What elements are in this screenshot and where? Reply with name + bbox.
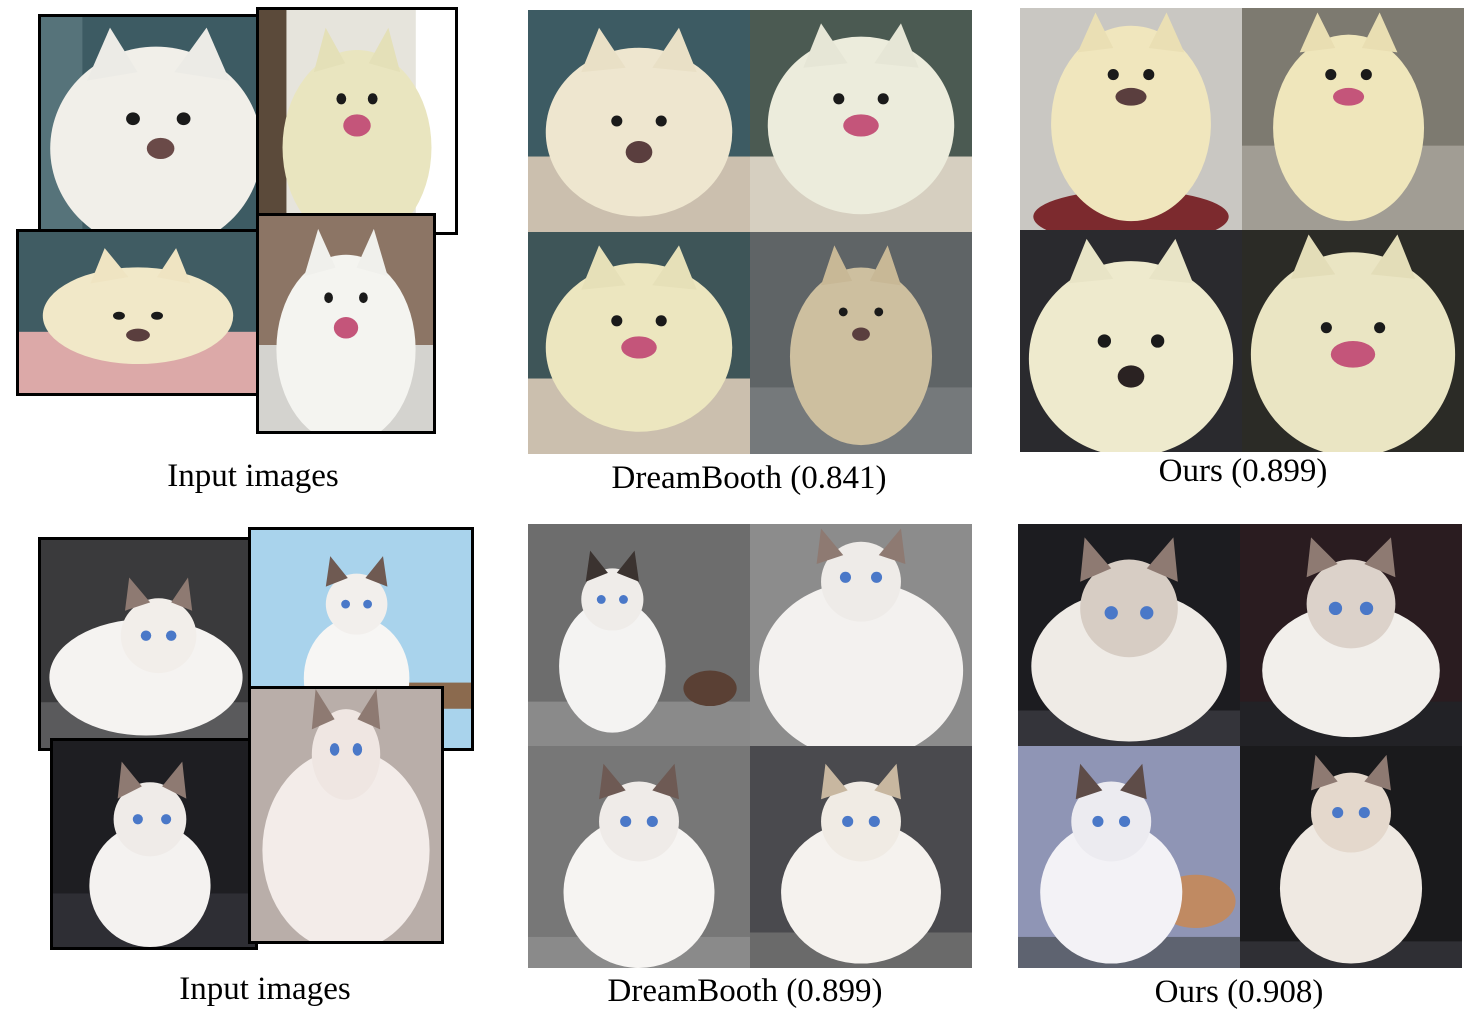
dog-ours-image-2: [1242, 8, 1464, 230]
dog-ours-image-3: [1020, 230, 1242, 452]
dog-input-image-4-art: [259, 216, 433, 431]
dog-dreambooth-image-4: [750, 232, 972, 454]
cat-ours-image-2: [1240, 524, 1462, 746]
dog-dreambooth-image-3-art: [528, 232, 750, 454]
cat-ours-image-1: [1018, 524, 1240, 746]
cat-input-image-1-art: [41, 540, 251, 748]
dog-ours-image-1-art: [1020, 8, 1242, 230]
cat-dreambooth-image-4-art: [750, 746, 972, 968]
dog-input-image-3: [16, 229, 260, 396]
dog-dreambooth-image-1-art: [528, 10, 750, 232]
cat-input-image-4-art: [251, 689, 441, 941]
dog-ours-image-4-art: [1242, 230, 1464, 452]
dog-input-image-1: [38, 14, 274, 232]
cat-input-image-3-art: [53, 741, 255, 947]
dog-ours-image-1: [1020, 8, 1242, 230]
cat-dreambooth-image-2: [750, 524, 972, 746]
dog-dreambooth-caption: DreamBooth (0.841): [611, 460, 887, 496]
dog-ours-image-3-art: [1020, 230, 1242, 452]
cat-input-caption: Input images: [179, 971, 351, 1007]
dog-ours-image-4: [1242, 230, 1464, 452]
dog-input-image-1-art: [41, 17, 271, 229]
dog-input-caption: Input images: [167, 458, 339, 494]
cat-ours-image-1-art: [1018, 524, 1240, 746]
cat-ours-caption: Ours (0.908): [1154, 974, 1324, 1010]
cat-dreambooth-image-3: [528, 746, 750, 968]
cat-dreambooth-image-1: [528, 524, 750, 746]
cat-dreambooth-caption: DreamBooth (0.899): [607, 973, 883, 1009]
cat-dreambooth-image-1-art: [528, 524, 750, 746]
cat-ours-image-4: [1240, 746, 1462, 968]
dog-dreambooth-image-1: [528, 10, 750, 232]
cat-input-image-4: [248, 686, 444, 944]
dog-dreambooth-image-2-art: [750, 10, 972, 232]
dog-dreambooth-image-4-art: [750, 232, 972, 454]
dog-ours-caption: Ours (0.899): [1158, 453, 1328, 489]
cat-ours-image-2-art: [1240, 524, 1462, 746]
dog-input-image-3-art: [19, 232, 257, 393]
cat-input-image-3: [50, 738, 258, 950]
dog-dreambooth-image-3: [528, 232, 750, 454]
cat-input-image-1: [38, 537, 254, 751]
dog-input-image-2: [256, 7, 458, 235]
cat-dreambooth-image-3-art: [528, 746, 750, 968]
cat-ours-image-3: [1018, 746, 1240, 968]
dog-input-image-4: [256, 213, 436, 434]
dog-ours-image-2-art: [1242, 8, 1464, 230]
dog-dreambooth-image-2: [750, 10, 972, 232]
dog-input-image-2-art: [259, 10, 455, 232]
cat-dreambooth-image-4: [750, 746, 972, 968]
cat-dreambooth-image-2-art: [750, 524, 972, 746]
cat-ours-image-3-art: [1018, 746, 1240, 968]
cat-ours-image-4-art: [1240, 746, 1462, 968]
